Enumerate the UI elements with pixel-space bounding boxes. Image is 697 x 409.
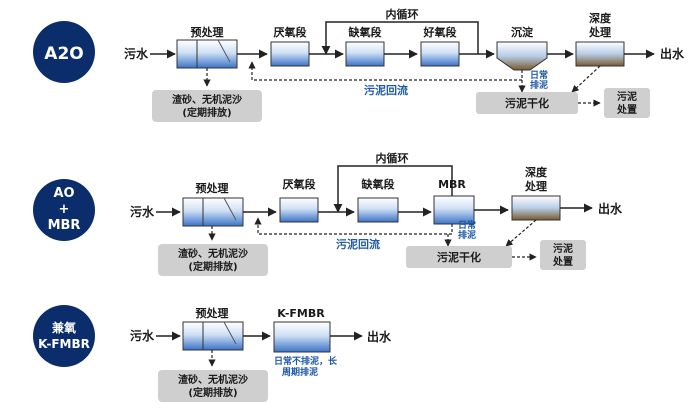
ao-dry-box	[406, 246, 512, 268]
ao-anaerobic-label: 厌氧段	[283, 177, 316, 191]
ao-grit-label-2: (定期排放)	[188, 260, 237, 273]
kfmbr-note-label-1: 日常不排泥，长	[274, 355, 338, 367]
row-ao-mbr: AO + MBR 污水 预处理 厌氧段 缺氧段 内循环 MBR 深度 处理 出水…	[33, 151, 623, 276]
a2o-anaerobic-tank	[270, 41, 310, 67]
kfmbr-circle-label-1: 兼氧	[51, 320, 76, 335]
ao-disposal-box	[540, 240, 586, 270]
kfmbr-tank	[273, 321, 331, 353]
ao-anaerobic-tank	[279, 197, 319, 223]
a2o-dry-box	[476, 92, 578, 114]
ao-grit-label-1: 渣砂、无机泥沙	[178, 247, 248, 260]
a2o-deep-tank	[575, 41, 625, 67]
kfmbr-pre-label: 预处理	[196, 306, 229, 320]
a2o-deep-label-1: 深度	[589, 11, 612, 25]
ao-recycle-label: 内循环	[376, 151, 409, 165]
a2o-disposal-label-2: 处置	[616, 103, 637, 116]
a2o-daily-label-2: 排泥	[530, 79, 548, 91]
kfmbr-grit-label-1: 渣砂、无机泥沙	[178, 373, 248, 386]
kfmbr-inlet-label: 污水	[130, 328, 155, 343]
a2o-anoxic-label: 缺氧段	[348, 25, 382, 39]
a2o-recycle-label: 内循环	[386, 7, 419, 21]
a2o-pre-tank	[176, 39, 238, 69]
kfmbr-grit-label-2: (定期排放)	[188, 386, 237, 399]
a2o-anaerobic-label: 厌氧段	[274, 25, 307, 39]
ao-anoxic-tank	[357, 197, 399, 223]
ao-disposal-label-1: 污泥	[553, 242, 573, 255]
ao-dry-label: 污泥干化	[437, 250, 481, 264]
ao-circle	[33, 179, 95, 241]
ao-return-label: 污泥回流	[336, 237, 380, 251]
ao-deep-label-2: 处理	[524, 179, 547, 193]
a2o-grit-label-1: 渣砂、无机泥沙	[172, 93, 242, 106]
ao-daily-label-1: 日常	[458, 219, 476, 231]
kfmbr-label: K-FMBR	[277, 307, 325, 320]
ao-grit-box	[158, 244, 268, 276]
a2o-sediment-tank	[496, 41, 548, 71]
a2o-circle-label: A2O	[44, 44, 83, 64]
kfmbr-circle-label-2: K-FMBR	[38, 337, 90, 351]
ao-circle-label-3: MBR	[48, 218, 81, 233]
kfmbr-grit-box	[158, 370, 268, 402]
a2o-disposal-label-1: 污泥	[617, 90, 637, 103]
a2o-circle	[33, 21, 95, 83]
kfmbr-pre-tank	[182, 321, 244, 351]
a2o-outlet-label: 出水	[660, 46, 685, 61]
ao-pre-label: 预处理	[196, 181, 229, 195]
kfmbr-note-label-2: 周期排泥	[282, 366, 318, 378]
ao-pre-tank	[182, 197, 244, 227]
a2o-pre-label: 预处理	[191, 25, 224, 39]
a2o-aerobic-label: 好氧段	[423, 25, 457, 39]
a2o-dry-label: 污泥干化	[505, 96, 549, 110]
ao-anoxic-label: 缺氧段	[361, 177, 395, 191]
ao-mbr-tank	[433, 195, 475, 225]
a2o-grit-label-2: (定期排放)	[182, 106, 231, 119]
ao-disposal-label-2: 处置	[552, 255, 573, 268]
ao-deep-label-1: 深度	[525, 165, 548, 179]
a2o-aerobic-tank	[420, 41, 460, 67]
kfmbr-outlet-label: 出水	[367, 329, 392, 344]
a2o-grit-box	[152, 90, 262, 122]
ao-outlet-label: 出水	[598, 201, 623, 216]
a2o-disposal-box	[604, 88, 650, 118]
a2o-anoxic-tank	[345, 41, 385, 67]
a2o-deep-label-2: 处理	[588, 25, 611, 39]
a2o-sediment-label: 沉淀	[511, 25, 534, 39]
a2o-daily-label-1: 日常	[530, 69, 548, 81]
ao-daily-label-2: 排泥	[458, 229, 476, 241]
a2o-inlet-label: 污水	[124, 46, 149, 61]
ao-circle-label-1: AO	[53, 186, 74, 201]
ao-inlet-label: 污水	[130, 204, 155, 219]
kfmbr-circle	[33, 305, 95, 367]
ao-deep-tank	[511, 195, 561, 221]
a2o-return-label: 污泥回流	[364, 83, 408, 97]
row-a2o: A2O 污水 预处理 厌氧段 缺氧段 好氧段 内循环 沉淀 深度 处理 出	[33, 7, 685, 122]
ao-circle-label-2: +	[59, 202, 70, 217]
row-kfmbr: 兼氧 K-FMBR 污水 预处理 K-FMBR 出水 日常不排泥，长 周期排泥 …	[33, 305, 392, 402]
ao-mbr-label: MBR	[438, 178, 466, 191]
